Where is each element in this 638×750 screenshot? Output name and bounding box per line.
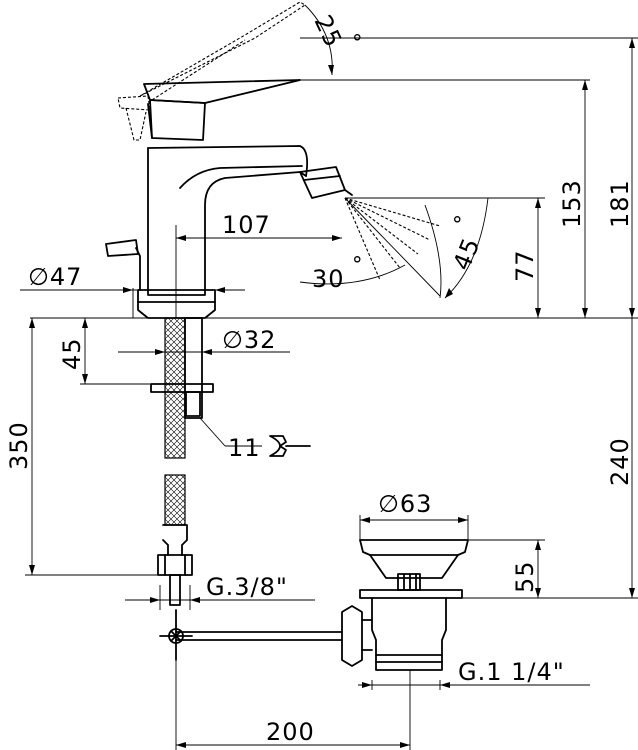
dim-jet-30: 30 [312,265,345,293]
popup-rod [159,609,343,661]
dim-jet-45-deg: ° [452,213,464,237]
dim-waste-diameter: ∅63 [378,490,432,518]
dimension-labels: 25 ° 153 181 107 ∅47 30 ° 45 ° 77 45 ∅32… [5,11,634,746]
dim-height-153: 153 [558,179,586,228]
dim-shank-diameter: ∅32 [222,326,276,354]
dim-lever-angle: 25 [309,11,348,52]
dim-jet-30-deg: ° [352,253,364,277]
dim-hose-350: 350 [5,421,33,470]
dim-reach-107: 107 [222,211,271,239]
arrowheads [29,38,635,748]
dim-lever-angle-deg: ° [352,31,364,55]
dim-wrench-11: 11 [228,434,261,462]
dim-outlet-77: 77 [511,249,539,282]
mixer-body [105,145,353,319]
dim-waste-thread: G.1 1/4" [458,658,565,686]
wrench-icon [269,435,311,457]
waste-assembly [341,539,469,671]
dim-depth-45: 45 [58,337,86,370]
dim-rod-200: 200 [266,718,315,746]
dim-jet-45: 45 [448,234,486,275]
dim-waste-55: 55 [511,560,539,593]
lever-tilted-ghost [117,1,307,141]
lever-handle [143,79,301,141]
dim-hose-thread: G.3/8" [206,573,288,601]
shank-and-hose [150,317,214,606]
dim-under-240: 240 [606,437,634,486]
dim-base-diameter: ∅47 [28,263,82,291]
dim-height-181: 181 [606,179,634,228]
dimension-lines [20,4,638,750]
